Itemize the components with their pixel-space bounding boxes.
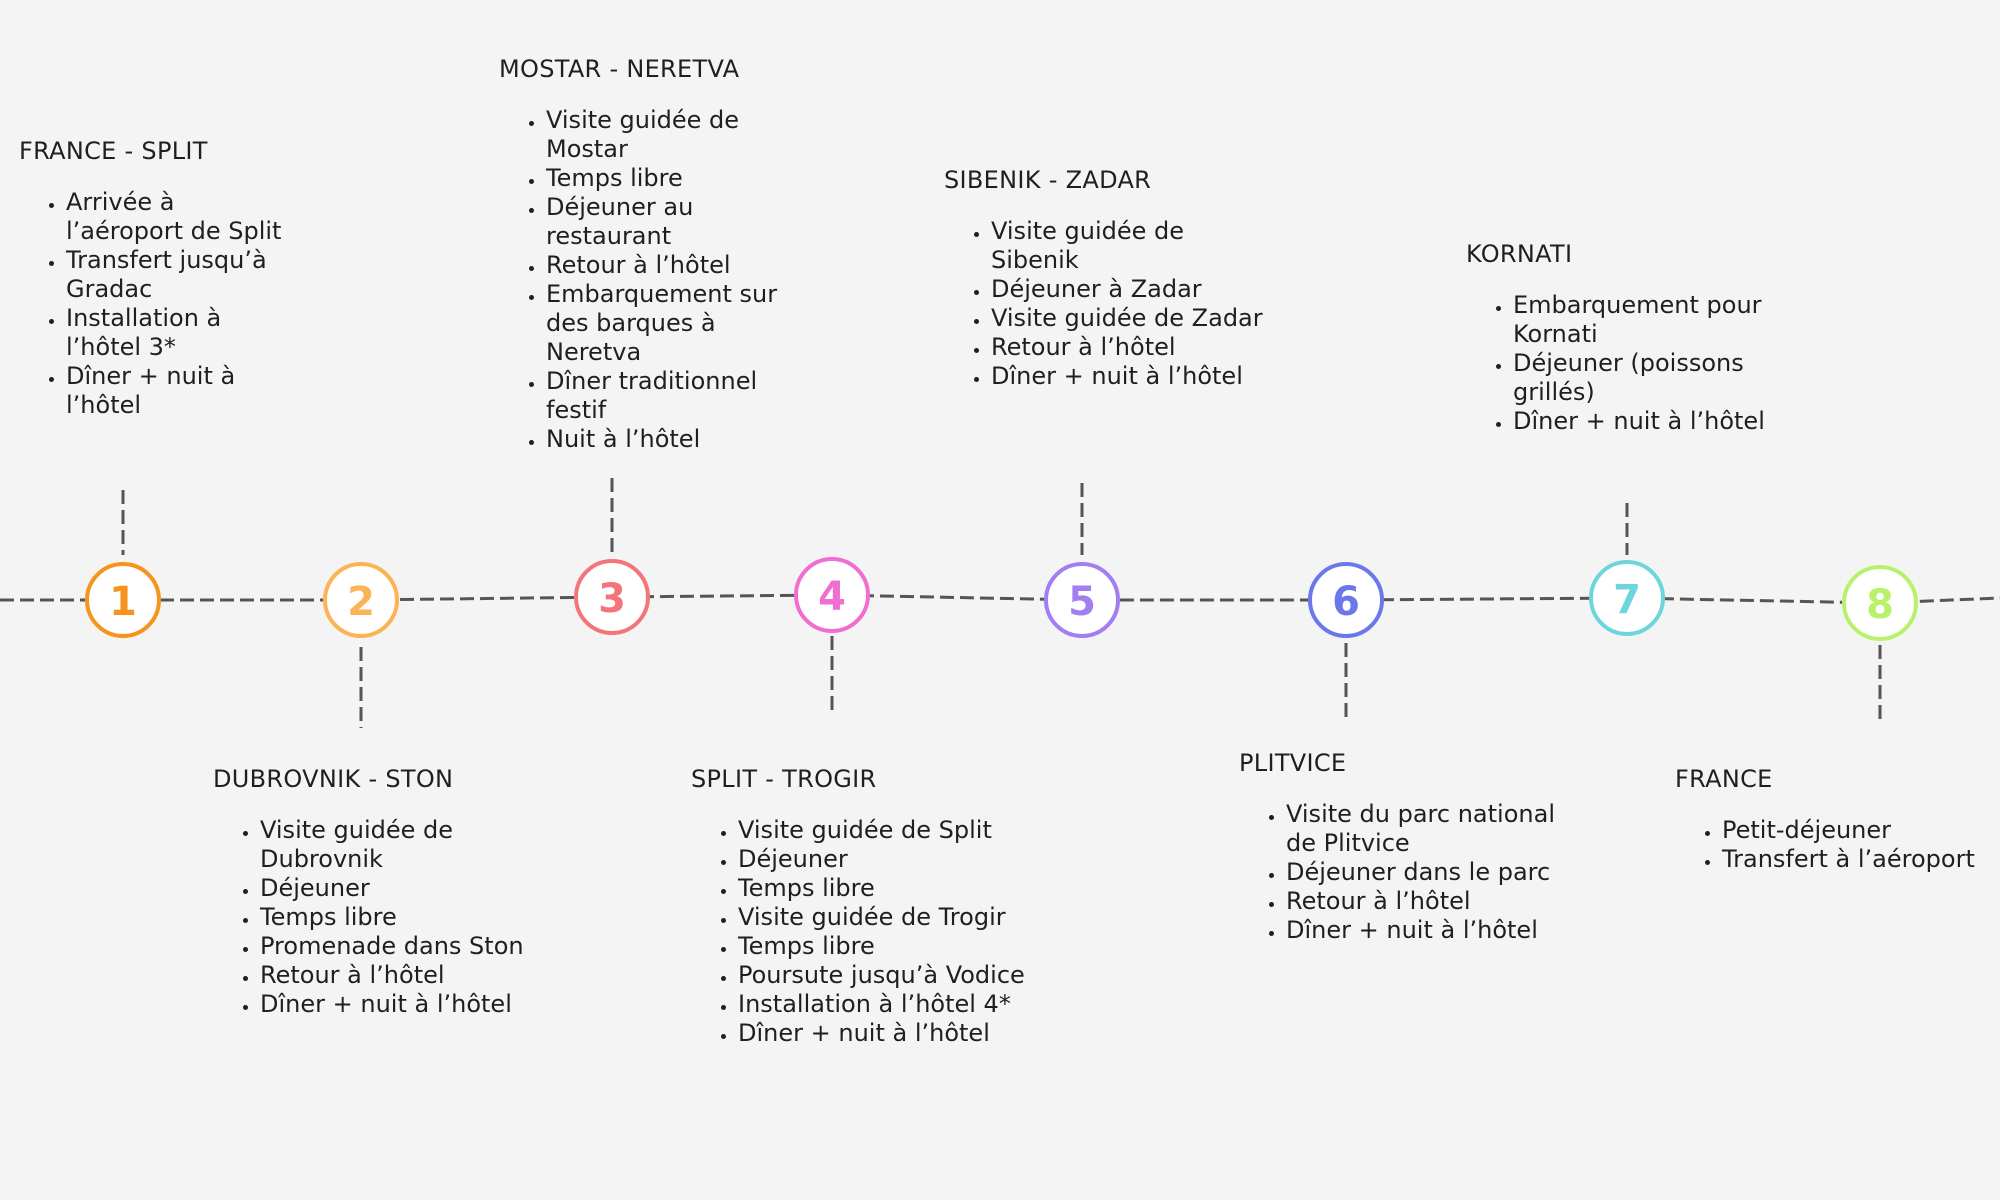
list-item: Déjeuner (poissons grillés) <box>1513 349 1786 407</box>
stop-number-6: 6 <box>1332 579 1360 625</box>
stop-number-8: 8 <box>1866 582 1894 628</box>
stop-block-6: PLITVICE Visite du parc national de Plitv… <box>1239 749 1569 945</box>
stop-circle-8 <box>1842 565 1918 641</box>
list-item: Retour à l’hôtel <box>260 961 573 990</box>
stop-activity-list: Embarquement pour KornatiDéjeuner (poiss… <box>1466 291 1786 436</box>
stop-title: MOSTAR - NERETVA <box>499 55 740 83</box>
stop-title: DUBROVNIK - STON <box>213 765 454 793</box>
stop-circle-5 <box>1044 562 1120 638</box>
stop-marker-2: 2 <box>323 562 399 638</box>
list-item: Temps libre <box>260 903 573 932</box>
list-item: Transfert jusqu’à Gradac <box>66 246 289 304</box>
stop-marker-6: 6 <box>1308 562 1384 638</box>
stop-marker-1: 1 <box>85 562 161 638</box>
timeline-main-line <box>0 593 2000 605</box>
stop-number-3: 3 <box>598 576 626 622</box>
list-item: Petit-déjeuner <box>1722 816 1995 845</box>
list-item: Déjeuner dans le parc <box>1286 858 1569 887</box>
stop-block-1: FRANCE - SPLIT Arrivée à l’aéroport de Sp… <box>19 137 289 420</box>
stop-block-5: SIBENIK - ZADARVisite guidée de SibenikD… <box>944 166 1264 391</box>
list-item: Dîner traditionnel festif <box>546 367 809 425</box>
stop-number-4: 4 <box>818 574 846 620</box>
list-item: Promenade dans Ston <box>260 932 573 961</box>
stop-marker-4: 4 <box>794 557 870 633</box>
stop-block-3: MOSTAR - NERETVA Visite guidée de MostarT… <box>499 55 809 454</box>
list-item: Visite guidée de Split <box>738 816 1051 845</box>
list-item: Visite guidée de Dubrovnik <box>260 816 573 874</box>
list-item: Retour à l’hôtel <box>991 333 1264 362</box>
list-item: Temps libre <box>738 932 1051 961</box>
stop-title: PLITVICE <box>1239 749 1347 777</box>
stop-title: KORNATI <box>1466 240 1573 268</box>
stop-circle-3 <box>574 559 650 635</box>
stop-block-7: KORNATI Embarquement pour KornatiDéjeuner… <box>1466 240 1786 436</box>
stop-activity-list: Visite guidée de MostarTemps libreDéjeun… <box>499 106 809 454</box>
list-item: Retour à l’hôtel <box>1286 887 1569 916</box>
list-item: Visite guidée de Zadar <box>991 304 1264 333</box>
list-item: Déjeuner à Zadar <box>991 275 1264 304</box>
list-item: Arrivée à l’aéroport de Split <box>66 188 289 246</box>
list-item: Dîner + nuit à l’hôtel <box>1513 407 1786 436</box>
stop-block-4: SPLIT - TROGIR Visite guidée de SplitDéje… <box>691 765 1051 1048</box>
stop-activity-list: Visite du parc national de PlitviceDéjeu… <box>1239 800 1569 945</box>
stop-title: SPLIT - TROGIR <box>691 765 877 793</box>
list-item: Visite guidée de Sibenik <box>991 217 1264 275</box>
stop-block-8: FRANCE Petit-déjeunerTransfert à l’aéropo… <box>1675 765 1995 874</box>
stop-circle-2 <box>323 562 399 638</box>
stop-activity-list: Visite guidée de SplitDéjeunerTemps libr… <box>691 816 1051 1048</box>
list-item: Dîner + nuit à l’hôtel <box>260 990 573 1019</box>
list-item: Visite guidée de Trogir <box>738 903 1051 932</box>
list-item: Dîner + nuit à l’hôtel <box>66 362 289 420</box>
stop-number-7: 7 <box>1613 577 1641 623</box>
stop-marker-5: 5 <box>1044 562 1120 638</box>
list-item: Temps libre <box>546 164 809 193</box>
list-item: Nuit à l’hôtel <box>546 425 809 454</box>
stop-marker-8: 8 <box>1842 565 1918 641</box>
stop-title: SIBENIK - ZADAR <box>944 166 1152 194</box>
list-item: Dîner + nuit à l’hôtel <box>991 362 1264 391</box>
stop-circle-1 <box>85 562 161 638</box>
stop-title: FRANCE <box>1675 765 1773 793</box>
list-item: Dîner + nuit à l’hôtel <box>738 1019 1051 1048</box>
list-item: Déjeuner <box>260 874 573 903</box>
stop-circle-6 <box>1308 562 1384 638</box>
stop-marker-3: 3 <box>574 559 650 635</box>
list-item: Retour à l’hôtel <box>546 251 809 280</box>
stop-marker-7: 7 <box>1589 560 1665 636</box>
stop-activity-list: Arrivée à l’aéroport de SplitTransfert j… <box>19 188 289 420</box>
stop-circle-7 <box>1589 560 1665 636</box>
list-item: Transfert à l’aéroport <box>1722 845 1995 874</box>
stop-block-2: DUBROVNIK - STON Visite guidée de Dubrovn… <box>213 765 573 1019</box>
list-item: Visite guidée de Mostar <box>546 106 809 164</box>
list-item: Dîner + nuit à l’hôtel <box>1286 916 1569 945</box>
stop-number-1: 1 <box>109 579 137 625</box>
list-item: Déjeuner <box>738 845 1051 874</box>
list-item: Déjeuner au restaurant <box>546 193 809 251</box>
list-item: Installation à l’hôtel 4* <box>738 990 1051 1019</box>
list-item: Poursute jusqu’à Vodice <box>738 961 1051 990</box>
list-item: Visite du parc national de Plitvice <box>1286 800 1569 858</box>
stop-activity-list: Petit-déjeunerTransfert à l’aéroport <box>1675 816 1995 874</box>
stop-circle-4 <box>794 557 870 633</box>
list-item: Embarquement sur des barques à Neretva <box>546 280 809 367</box>
stop-number-5: 5 <box>1068 579 1096 625</box>
stop-activity-list: Visite guidée de SibenikDéjeuner à Zadar… <box>944 217 1264 391</box>
stop-number-2: 2 <box>347 579 375 625</box>
list-item: Installation à l’hôtel 3* <box>66 304 289 362</box>
list-item: Embarquement pour Kornati <box>1513 291 1786 349</box>
stop-title: FRANCE - SPLIT <box>19 137 208 165</box>
list-item: Temps libre <box>738 874 1051 903</box>
stop-activity-list: Visite guidée de DubrovnikDéjeunerTemps … <box>213 816 573 1019</box>
